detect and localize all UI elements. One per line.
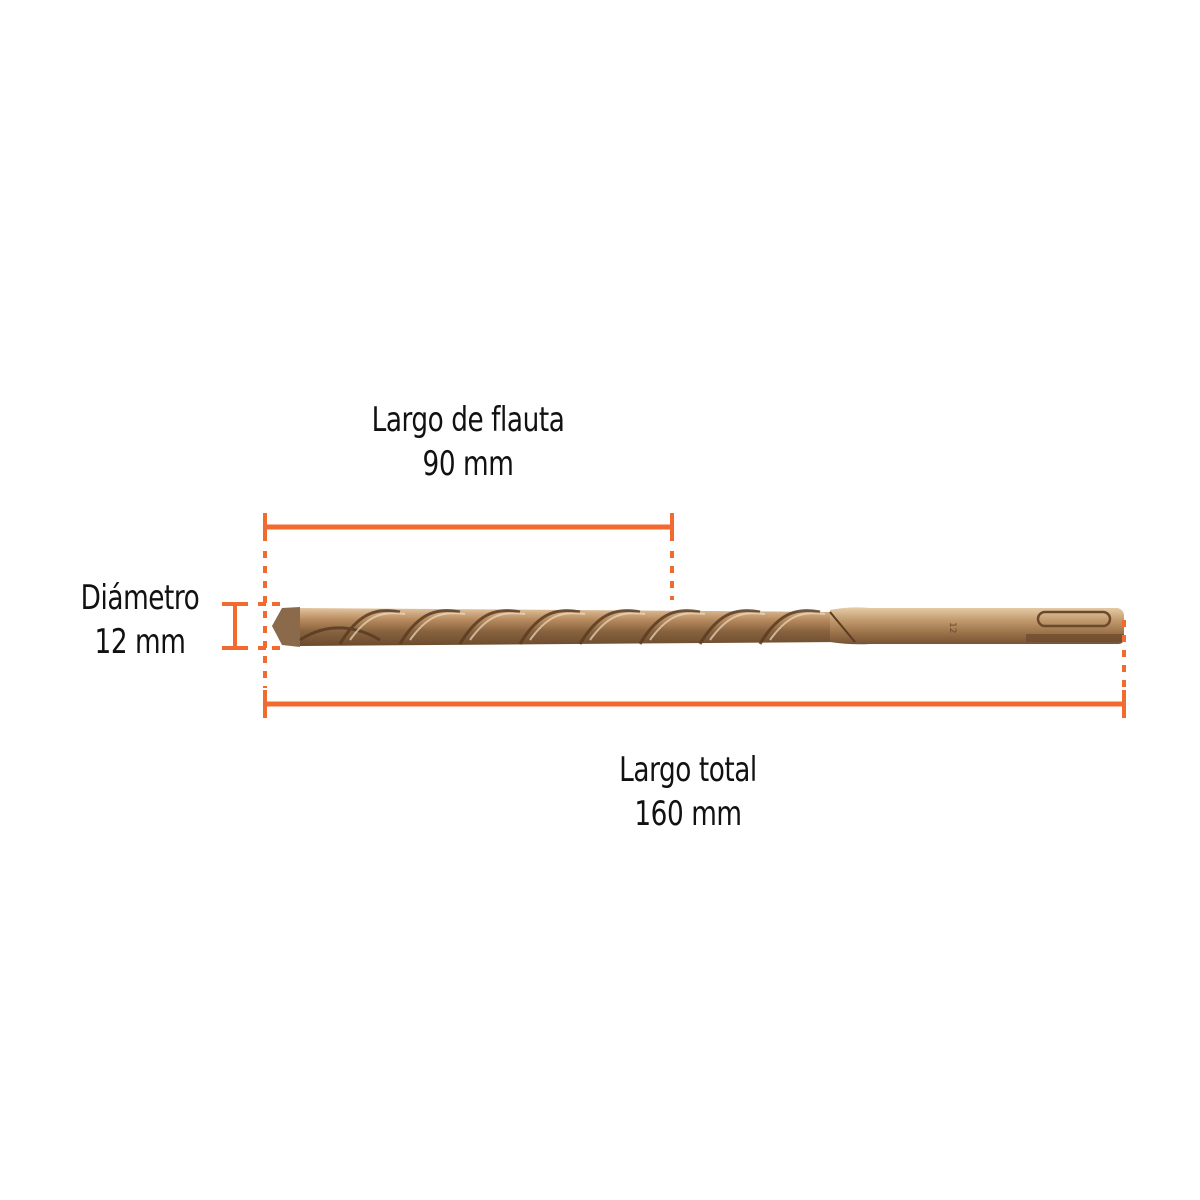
diameter-value: 12 mm (94, 622, 186, 662)
drill-bit-image: 12 (272, 607, 1124, 647)
total-length-title: Largo total (619, 750, 757, 790)
svg-text:12: 12 (947, 622, 957, 633)
flute-length-label: Largo de flauta 90 mm (339, 398, 597, 486)
diameter-title: Diámetro (80, 578, 200, 618)
total-length-label: Largo total 160 mm (585, 748, 791, 836)
total-length-value: 160 mm (634, 794, 742, 834)
flute-length-title: Largo de flauta (371, 400, 565, 440)
diameter-label: Diámetro 12 mm (54, 576, 226, 664)
total-length-dimension (263, 690, 1126, 718)
flute-length-dimension (263, 513, 674, 600)
flute-length-value: 90 mm (422, 444, 514, 484)
diameter-dimension (222, 602, 282, 650)
